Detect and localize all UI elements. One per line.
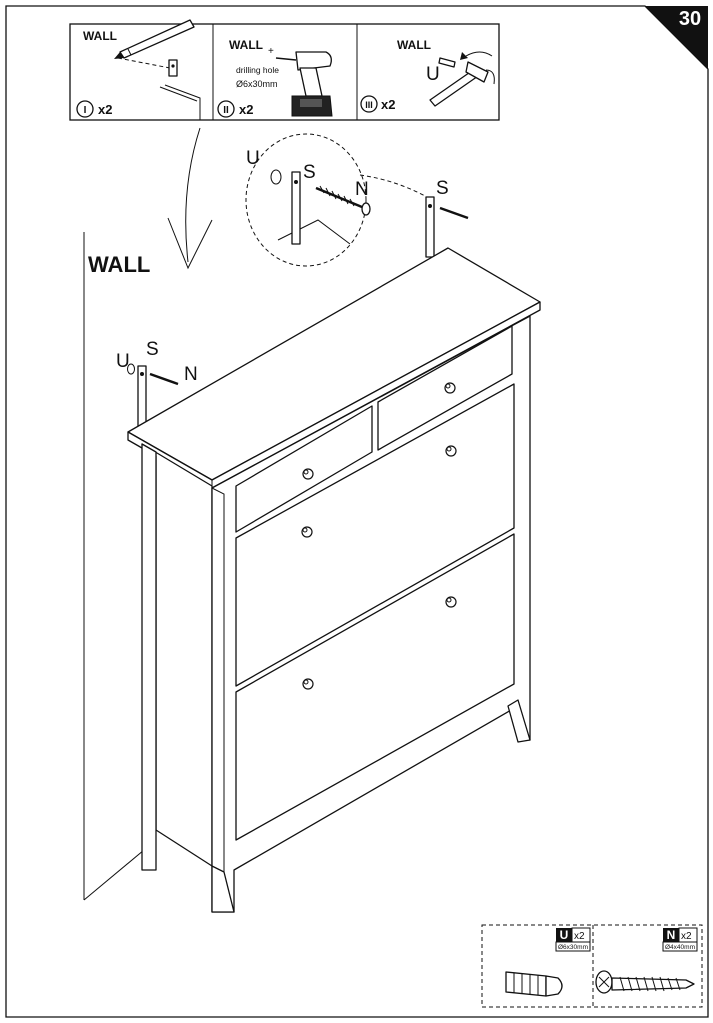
wall-plug-icon [505,971,563,997]
page-number-tab [645,6,708,69]
part-u-qty: x2 [574,931,585,942]
part-n: N x2 Ø4x40mm [595,927,698,994]
parts-legend: U x2 Ø6x30mm N x2 Ø4x40mm [481,924,703,1008]
left-bracket-assembly: U S N [116,339,198,427]
part-n-size: Ø4x40mm [665,944,695,951]
left-letter-n: N [184,364,198,385]
svg-text:I: I [84,105,87,116]
wall: WALL [83,232,150,901]
motion-arrow-icon [465,51,493,57]
drilling-hole-size: Ø6x30mm [236,79,278,89]
step-2-plus: + [268,46,274,57]
screw-icon [595,970,695,994]
drawer-left [235,405,373,533]
page-number: 30 [679,8,701,30]
step-1: WALL I x2 [76,19,201,120]
page-frame [5,5,709,1018]
hammer-icon [429,61,495,107]
step-2-roman-badge [217,100,235,118]
step-3-roman-badge [360,95,378,113]
step-2-count: x2 [239,102,253,117]
step-3-wall-label: WALL [397,38,431,52]
screw-icon [315,185,371,216]
step-2: WALL + drilling hole Ø6x30mm II x2 [217,38,333,118]
bracket-icon [168,59,178,77]
step-1-count: x2 [98,102,112,117]
parts-box [481,924,703,1008]
flap-door-lower [235,533,515,841]
detail-letter-u: U [246,148,260,169]
part-n-qty: x2 [681,931,692,942]
detail-letter-s: S [303,162,316,183]
svg-text:II: II [223,105,229,116]
shoe-cabinet [127,247,541,913]
detail-letter-n: N [355,179,369,200]
step-3: WALL U III x2 [360,38,495,113]
drilling-hole-note: drilling hole [236,65,279,75]
step-3-part-u: U [426,64,440,85]
part-n-letter: N [667,928,676,942]
part-u: U x2 Ø6x30mm [505,927,591,997]
direction-arrow-icon [167,127,213,270]
drill-icon [275,51,333,117]
drawer-knob-icon [301,382,457,690]
step-2-wall-label: WALL [229,38,263,52]
wall-plug-icon [438,57,456,68]
left-letter-s: S [146,339,159,360]
step-1-wall-label: WALL [83,29,117,43]
flap-door-upper [235,383,515,687]
left-letter-u: U [116,351,130,372]
detail-letter-s-right: S [436,178,449,199]
detail-callout: U S N S [245,133,469,267]
step-3-count: x2 [381,97,395,112]
step-1-roman-badge [76,100,94,118]
wall-label: WALL [88,252,150,277]
part-u-size: Ø6x30mm [558,944,588,951]
steps-box [69,23,500,121]
part-u-letter: U [560,928,569,942]
svg-text:III: III [365,100,373,110]
step-panels: WALL I x2 WALL + drilling hole Ø6x30mm [69,19,500,121]
pencil-icon [114,19,195,59]
